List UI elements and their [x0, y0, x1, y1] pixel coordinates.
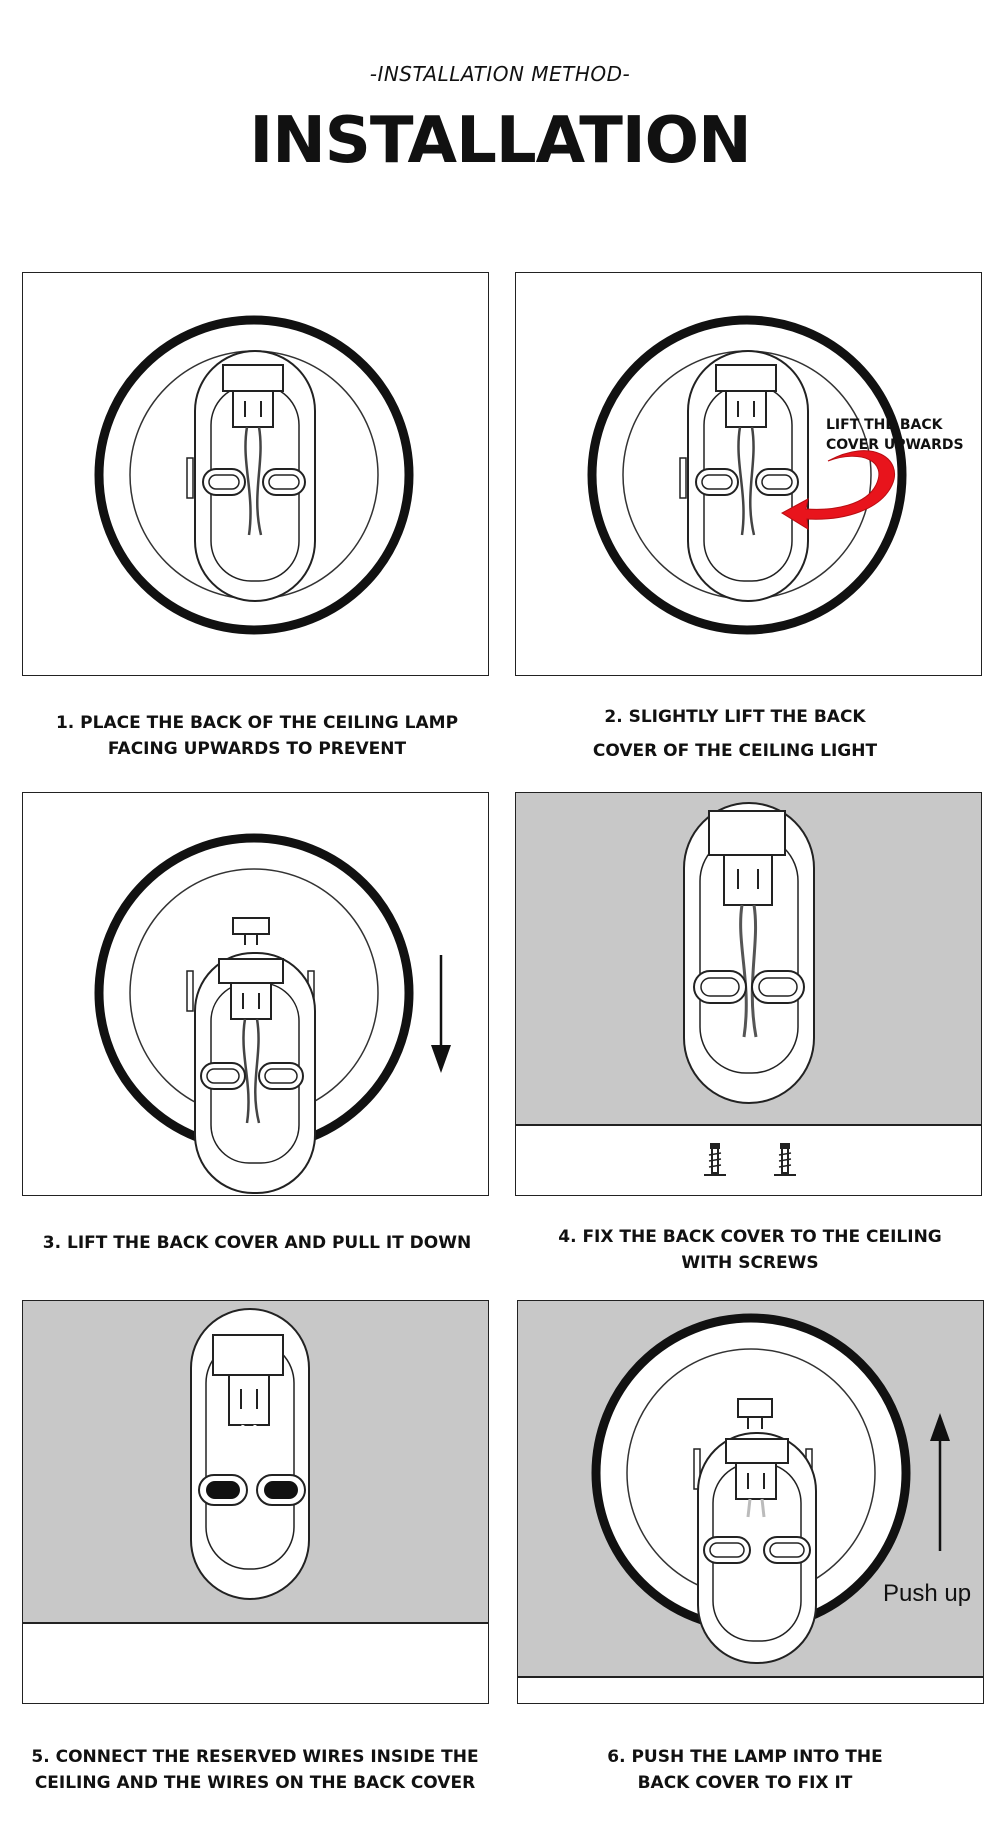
step-5-illustration: [22, 1300, 489, 1704]
step-6-caption-line1: 6. PUSH THE LAMP INTO THE: [607, 1747, 883, 1767]
step-1-caption: 1. PLACE THE BACK OF THE CEILING LAMP FA…: [22, 710, 492, 762]
down-arrow-icon: [431, 955, 451, 1073]
step-1-illustration: [22, 272, 489, 676]
step-5-caption-line2: CEILING AND THE WIRES ON THE BACK COVER: [34, 1773, 476, 1793]
step-6-push-label: Push up: [883, 1580, 971, 1607]
step-2-caption-line2: COVER OF THE CEILING LIGHT: [592, 741, 878, 761]
step-6-illustration: Push up: [517, 1300, 984, 1704]
step-2-callout-line2: COVER UPWARDS: [826, 437, 964, 453]
step-4-caption-line2: WITH SCREWS: [681, 1253, 819, 1273]
step-6-caption: 6. PUSH THE LAMP INTO THE BACK COVER TO …: [510, 1744, 980, 1796]
step-3-caption: 3. LIFT THE BACK COVER AND PULL IT DOWN: [22, 1230, 492, 1256]
step-4-illustration: [515, 792, 982, 1196]
up-arrow-icon: [930, 1413, 950, 1551]
step-5-caption: 5. CONNECT THE RESERVED WIRES INSIDE THE…: [10, 1744, 500, 1796]
step-1-caption-line1: 1. PLACE THE BACK OF THE CEILING LAMP: [55, 713, 459, 733]
step-4-caption-line1: 4. FIX THE BACK COVER TO THE CEILING: [558, 1227, 942, 1247]
step-2-caption: 2. SLIGHTLY LIFT THE BACK COVER OF THE C…: [500, 700, 970, 768]
step-2-illustration: LIFT THE BACK COVER UPWARDS: [515, 272, 982, 676]
step-2-caption-line1: 2. SLIGHTLY LIFT THE BACK: [604, 707, 866, 727]
step-3-caption-line1: 3. LIFT THE BACK COVER AND PULL IT DOWN: [42, 1233, 472, 1253]
step-5-caption-line1: 5. CONNECT THE RESERVED WIRES INSIDE THE: [31, 1747, 479, 1767]
page-title: INSTALLATION: [249, 104, 751, 178]
step-3-illustration: [22, 792, 489, 1196]
step-4-caption: 4. FIX THE BACK COVER TO THE CEILING WIT…: [515, 1224, 985, 1276]
section-subtitle: -INSTALLATION METHOD-: [369, 62, 631, 86]
step-6-caption-line2: BACK COVER TO FIX IT: [637, 1773, 853, 1793]
screw-icon: [704, 1143, 726, 1176]
step-2-callout-line1: LIFT THE BACK: [826, 417, 944, 433]
red-curved-arrow-icon: [780, 450, 895, 530]
screw-icon: [774, 1143, 796, 1176]
step-1-caption-line2: FACING UPWARDS TO PREVENT: [107, 739, 407, 759]
